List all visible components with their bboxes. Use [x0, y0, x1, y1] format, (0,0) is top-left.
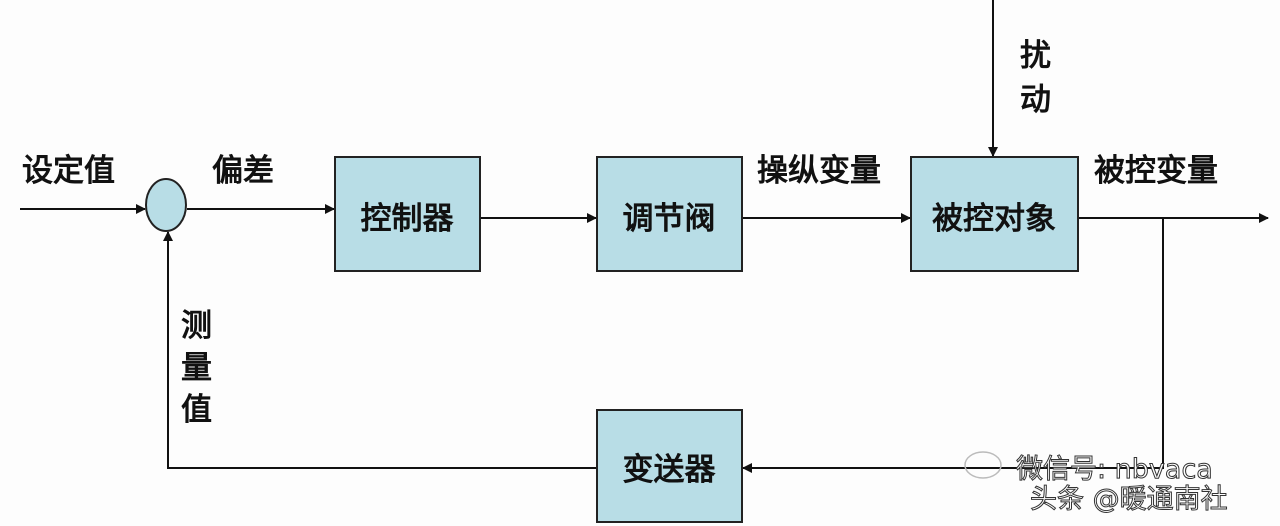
- valve-label: 调节阀: [623, 201, 716, 237]
- error-label: 偏差: [212, 153, 274, 189]
- disturbance-label-1: 扰: [1020, 38, 1051, 74]
- controller-label: 控制器: [361, 201, 455, 237]
- transmitter-label: 变送器: [623, 452, 717, 488]
- wechat-icon: [964, 451, 1002, 479]
- controller-block: [334, 156, 481, 272]
- feedback-to-transmitter-arrow: [742, 218, 1164, 473]
- watermark-line2: 头条 @暖通南社: [1030, 484, 1228, 515]
- plant-label: 被控对象: [932, 201, 1056, 237]
- transmitter-block: [596, 409, 743, 523]
- measured-value-label-1: 测: [181, 308, 212, 344]
- plant-block: [910, 156, 1079, 272]
- disturbance-label-2: 动: [1020, 82, 1051, 118]
- watermark-line1: 微信号: nbvaca: [1016, 454, 1213, 485]
- measured-value-label-3: 值: [181, 392, 212, 428]
- controlled-variable-label: 被控变量: [1094, 153, 1218, 189]
- valve-block: [596, 156, 743, 272]
- summing-junction: [145, 178, 187, 232]
- setpoint-label: 设定值: [22, 153, 115, 189]
- manipulated-variable-label: 操纵变量: [757, 153, 881, 189]
- measured-value-arrow: [163, 231, 597, 469]
- measured-value-label-2: 量: [181, 350, 212, 386]
